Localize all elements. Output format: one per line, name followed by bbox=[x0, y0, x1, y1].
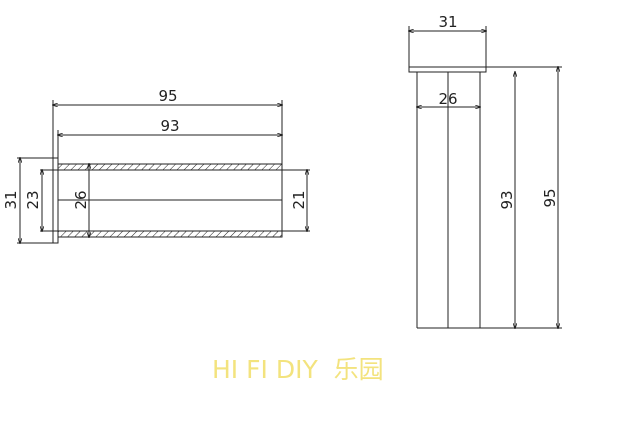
dim-95: 95 bbox=[158, 87, 177, 105]
flange bbox=[52, 157, 59, 244]
dim-93: 93 bbox=[160, 117, 179, 135]
dim-93: 93 bbox=[498, 190, 516, 209]
dim-31: 31 bbox=[438, 13, 457, 31]
dim-23: 23 bbox=[24, 190, 42, 209]
dim-21: 21 bbox=[290, 190, 308, 209]
dim-26: 26 bbox=[72, 190, 90, 209]
watermark: HI FI DIY 乐园 bbox=[212, 355, 384, 384]
end-view: 31 26 93 95 bbox=[409, 13, 562, 328]
tube-wall-bottom bbox=[57, 230, 283, 238]
dim-95: 95 bbox=[541, 188, 559, 207]
flange bbox=[408, 66, 487, 73]
side-view: 95 93 31 23 26 21 bbox=[2, 87, 310, 243]
tube-wall-top bbox=[57, 163, 283, 171]
dim-31: 31 bbox=[2, 190, 20, 209]
dim-26: 26 bbox=[438, 90, 457, 108]
